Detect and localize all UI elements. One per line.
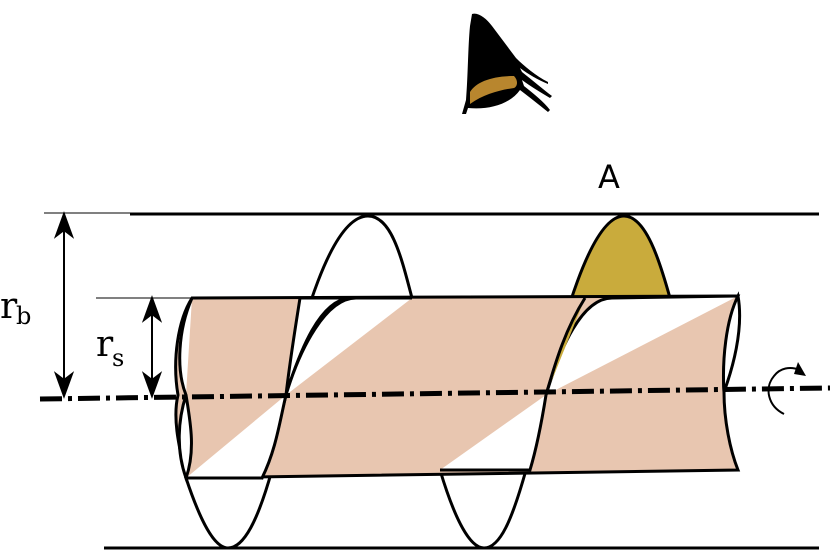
front-flights — [186, 294, 739, 480]
outer-radius-label: r — [0, 286, 18, 327]
shaft-right-end — [722, 291, 742, 393]
eye-icon — [462, 13, 552, 114]
shaft-radius-subscript: s — [112, 344, 124, 372]
rotation-arrow-icon — [767, 362, 806, 415]
rb-dimension-arrow — [53, 211, 75, 399]
outer-radius-subscript: b — [16, 302, 31, 330]
rs-dimension-arrow — [141, 295, 163, 399]
shaft-left-end — [177, 297, 194, 483]
view-point-label: A — [598, 158, 620, 196]
back-flights — [183, 214, 672, 550]
axis-centerline — [39, 385, 830, 402]
shaft-radius-label: r — [96, 324, 114, 365]
